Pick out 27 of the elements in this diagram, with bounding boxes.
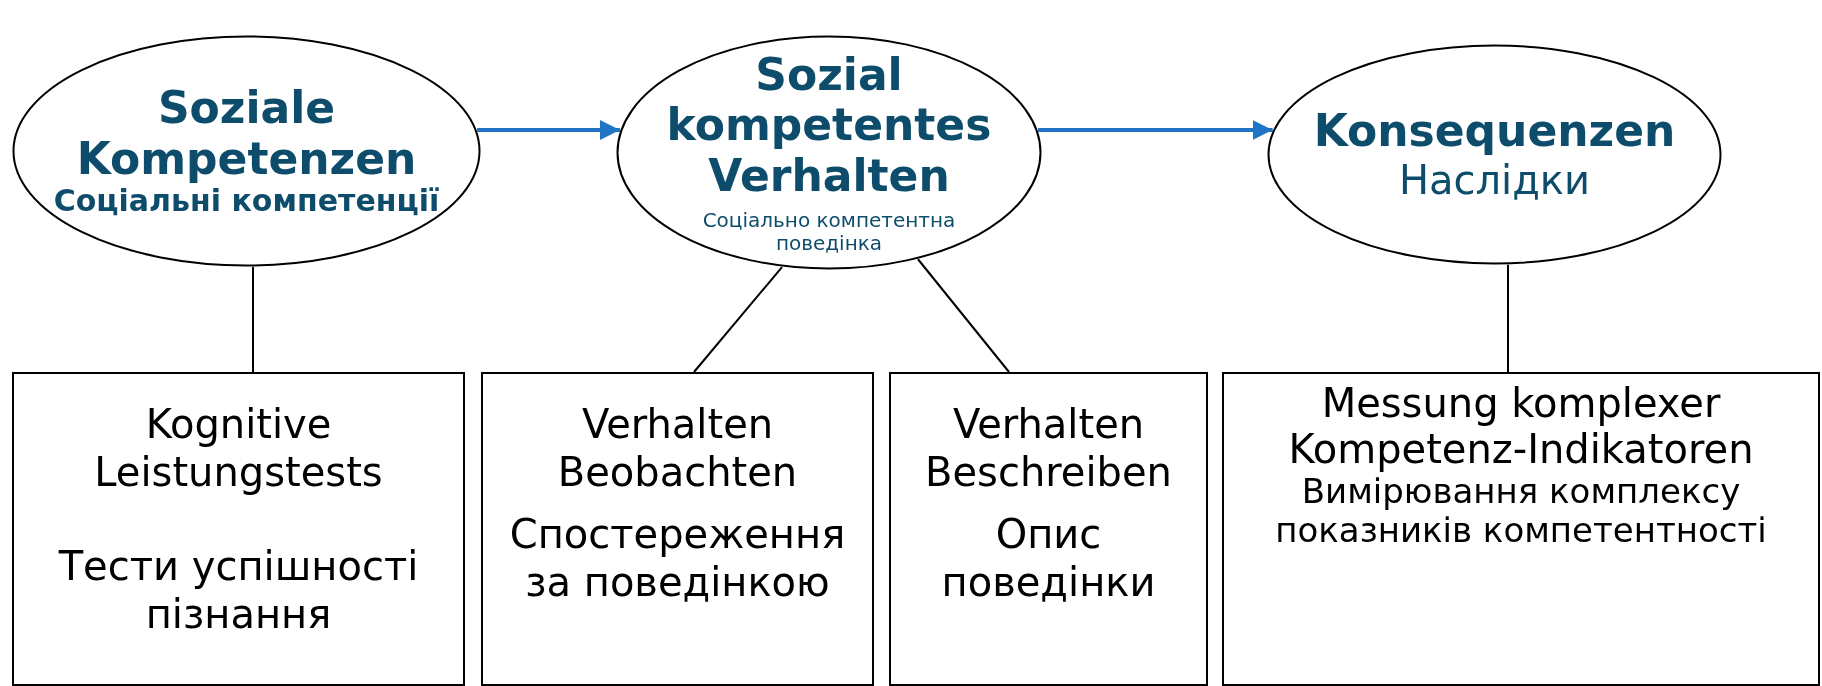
ellipse-node xyxy=(12,35,481,267)
connector-line xyxy=(917,258,1010,373)
arrow xyxy=(1038,120,1273,140)
german-text: Kognitive Leistungstests xyxy=(93,400,384,496)
text-box xyxy=(12,372,465,686)
node-heading: Sozial kompetentes Verhalten xyxy=(665,49,993,202)
german-text: Verhalten Beobachten xyxy=(556,400,799,496)
text-box xyxy=(1222,372,1820,686)
ukrainian-text: Тести успішності пізнання xyxy=(57,542,420,638)
node-heading: Soziale Kompetenzen xyxy=(75,83,418,185)
german-text: Verhalten Beschreiben xyxy=(924,400,1173,496)
connector-line xyxy=(252,265,254,373)
text-box xyxy=(889,372,1208,686)
ellipse-node xyxy=(1267,44,1722,265)
node-heading: Konsequenzen xyxy=(1313,106,1676,157)
german-text: Messung komplexer Kompetenz-Indikatoren xyxy=(1287,380,1755,472)
connector-line xyxy=(693,266,783,373)
ellipse-node xyxy=(616,35,1042,270)
ukrainian-text: Спостереження за поведінкою xyxy=(508,510,847,606)
node-subtitle: Наслідки xyxy=(1398,156,1591,203)
node-subtitle: Соціальні компетенції xyxy=(53,184,440,219)
connector-line xyxy=(1507,263,1509,373)
arrow xyxy=(477,120,620,140)
node-subtitle: Соціально компетентна поведінка xyxy=(701,209,957,256)
ukrainian-text: Вимірювання комплексу показників компетентності xyxy=(1274,472,1768,551)
ukrainian-text: Опис поведінки xyxy=(940,510,1157,606)
text-box xyxy=(481,372,874,686)
